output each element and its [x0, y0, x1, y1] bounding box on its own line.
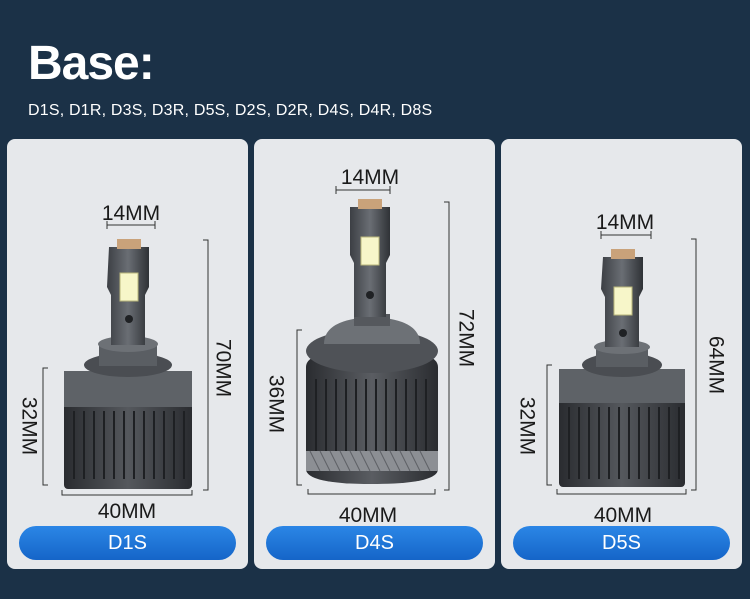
d1s-bulb-image [42, 221, 209, 496]
model-button-d4s[interactable]: D4S [266, 526, 483, 560]
product-card-d4s: 14MM 72MM 36MM 40MM D4S [254, 139, 495, 569]
top-width-label: 14MM [101, 202, 161, 225]
base-height-label: 32MM [515, 396, 539, 456]
base-width-label: 40MM [593, 504, 653, 527]
base-types-list: D1S, D1R, D3S, D3R, D5S, D2S, D2R, D4S, … [28, 102, 433, 119]
model-button-d5s[interactable]: D5S [513, 526, 730, 560]
base-height-label: 32MM [17, 396, 41, 456]
product-card-d1s: 14MM 70MM 32MM 40MM D1S [7, 139, 248, 569]
height-label: 64MM [704, 335, 728, 395]
top-width-label: 14MM [340, 166, 400, 189]
height-label: 70MM [211, 338, 235, 398]
d5s-bulb-image [546, 231, 697, 495]
page-title: Base: [28, 37, 155, 90]
product-card-d5s: 14MM 64MM 32MM 40MM D5S [501, 139, 742, 569]
base-width-label: 40MM [97, 500, 157, 523]
top-width-label: 14MM [595, 211, 655, 234]
d4s-bulb-image [296, 186, 450, 495]
model-button-d1s[interactable]: D1S [19, 526, 236, 560]
height-label: 72MM [454, 308, 478, 368]
base-width-label: 40MM [338, 504, 398, 527]
base-height-label: 36MM [264, 374, 288, 434]
